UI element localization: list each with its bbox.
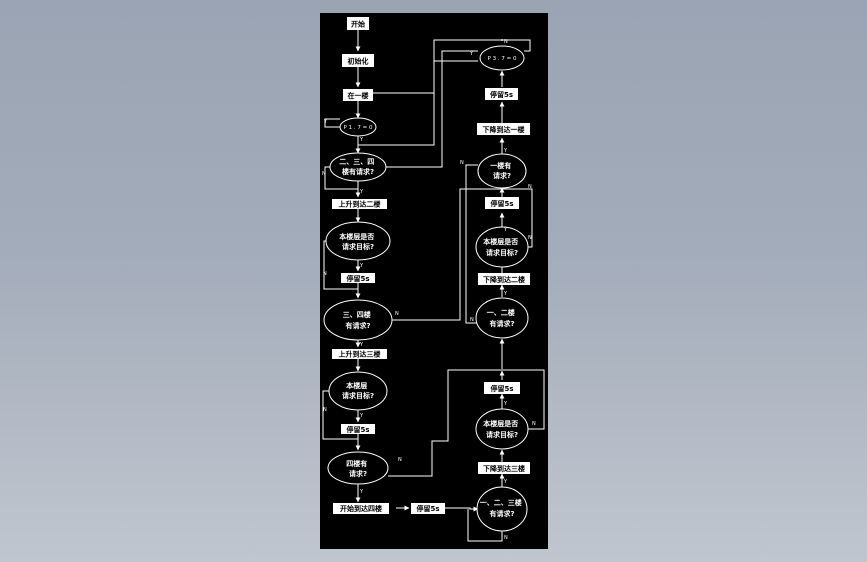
node-cond-q1-text: 二、三、四 楼有请求? xyxy=(339,158,376,176)
node-stop3a-text: 停留5s xyxy=(346,425,369,434)
node-up3 xyxy=(332,349,387,359)
flowchart: 开始 初始化 在一楼 P 1 . 7 = 0 二、三、四 楼有请求? 上升到达二… xyxy=(322,17,545,542)
node-cond-r2 xyxy=(475,297,529,339)
label-target3b-y: Y xyxy=(503,401,508,407)
node-cond-q2-text: 三、四楼 有请求? xyxy=(343,310,373,330)
node-cond-r2-text: 一、二楼 有请求? xyxy=(487,308,517,328)
node-stop2b-text: 停留5s xyxy=(490,199,513,208)
node-cond-target2b-text: 本楼层是否 请求目标? xyxy=(482,237,520,257)
node-cond-q3-text: 四楼有 请求? xyxy=(346,459,369,478)
label-target2b-n: N xyxy=(528,235,532,241)
node-start-text: 开始 xyxy=(351,20,365,29)
node-up2 xyxy=(332,199,387,209)
node-init-text: 初始化 xyxy=(348,57,369,66)
node-cond-q1 xyxy=(329,152,387,182)
node-floor1 xyxy=(343,89,373,101)
label-p2-n: N xyxy=(504,39,508,45)
node-cond-p2 xyxy=(479,45,525,71)
label-r3-y: Y xyxy=(503,148,508,154)
node-stop2b xyxy=(485,197,519,209)
edge-labels: Y Y N N Y Y N N Y Y N N Y Y N Y N Y N Y … xyxy=(322,39,536,541)
node-stop3a xyxy=(341,424,375,434)
node-cond-p1-text: P 1 . 7 = 0 xyxy=(344,125,373,131)
node-cond-target2-text: 本楼层是否 请求目标? xyxy=(338,232,376,251)
node-stop2a-text: 停留5s xyxy=(346,274,369,283)
node-up3-text: 上升到达三楼 xyxy=(339,350,381,359)
edge-p1-loop xyxy=(324,118,340,128)
edge-q1-yes xyxy=(386,50,478,168)
node-stop4 xyxy=(411,503,445,514)
node-cond-target3-text: 本楼层 请求目标? xyxy=(342,381,374,400)
node-floor1-text: 在一楼 xyxy=(348,91,369,100)
flowchart-edges xyxy=(322,30,545,542)
edge-r1-loop xyxy=(467,509,503,542)
node-stop3b-text: 停留5s xyxy=(490,384,513,393)
node-cond-target3b xyxy=(475,408,529,450)
label-r3-n: N xyxy=(528,184,532,190)
label-p1-y-left: Y xyxy=(323,119,328,125)
node-cond-q2 xyxy=(323,299,393,341)
label-target2b-y: Y xyxy=(503,227,508,233)
node-cond-q3 xyxy=(327,451,389,485)
edge-q2-no xyxy=(392,188,502,321)
node-cond-p1 xyxy=(339,117,377,137)
node-up2-text: 上升到达二楼 xyxy=(339,200,381,209)
node-cond-r3 xyxy=(477,153,527,189)
label-target2-y: Y xyxy=(359,263,364,269)
edge-r2-no xyxy=(465,164,478,324)
label-target3b-n: N xyxy=(532,421,536,427)
node-stop3b xyxy=(484,382,520,394)
node-cond-target3 xyxy=(328,371,388,411)
node-stop1 xyxy=(485,88,518,100)
label-q1-y: N xyxy=(460,160,464,166)
label-q1-down: Y xyxy=(359,189,364,195)
label-q2-y: Y xyxy=(359,342,364,348)
node-cond-target2b xyxy=(475,226,529,268)
edge-target3b-no xyxy=(502,369,545,430)
label-p1-y: Y xyxy=(359,137,364,143)
node-cond-target3b-text: 本楼层是否 请求目标? xyxy=(482,419,520,439)
node-cond-p2-text: P 3 . 7 = 0 xyxy=(488,56,517,62)
label-target3-y: Y xyxy=(359,413,364,419)
edge-stop4-r1 xyxy=(445,506,479,512)
node-start xyxy=(347,17,369,30)
label-target2-n: N xyxy=(323,271,327,277)
node-cond-target2 xyxy=(325,221,391,261)
node-down1 xyxy=(477,123,530,135)
node-up4 xyxy=(333,503,389,514)
edge-q3-no xyxy=(388,369,502,477)
edge-p2-no xyxy=(358,39,531,94)
label-target3-n: N xyxy=(323,407,327,413)
label-r2-n: N xyxy=(470,317,474,323)
node-up4-text: 开始到达四楼 xyxy=(340,504,382,513)
label-q3-n: N xyxy=(398,457,402,463)
node-down2-text: 下降到达二楼 xyxy=(483,275,525,284)
label-r1-n: N xyxy=(504,535,508,541)
node-stop1-text: 停留5s xyxy=(490,90,513,99)
node-init xyxy=(342,54,374,67)
label-p2-y: Y xyxy=(469,51,474,57)
edge-p2-yes xyxy=(358,60,478,146)
node-cond-r1-text: 一、二、三楼 有请求? xyxy=(480,498,524,518)
edge-target2b-no xyxy=(502,188,533,248)
label-r1-y: Y xyxy=(503,479,508,485)
flowchart-canvas: 开始 初始化 在一楼 P 1 . 7 = 0 二、三、四 楼有请求? 上升到达二… xyxy=(320,13,548,549)
label-q3-y: Y xyxy=(359,489,364,495)
node-down1-text: 下降到达一楼 xyxy=(483,125,525,134)
node-down3 xyxy=(478,462,530,474)
node-cond-r1 xyxy=(476,486,528,532)
label-q1-n: N xyxy=(322,171,326,177)
node-cond-r3-text: 一楼有 请求? xyxy=(490,161,513,180)
label-q2-n: N xyxy=(395,311,399,317)
node-down3-text: 下降到达三楼 xyxy=(483,464,525,473)
node-stop2a xyxy=(341,273,375,283)
node-stop4-text: 停留5s xyxy=(416,504,439,513)
label-r2-y: Y xyxy=(503,291,508,297)
node-down2 xyxy=(478,273,530,285)
